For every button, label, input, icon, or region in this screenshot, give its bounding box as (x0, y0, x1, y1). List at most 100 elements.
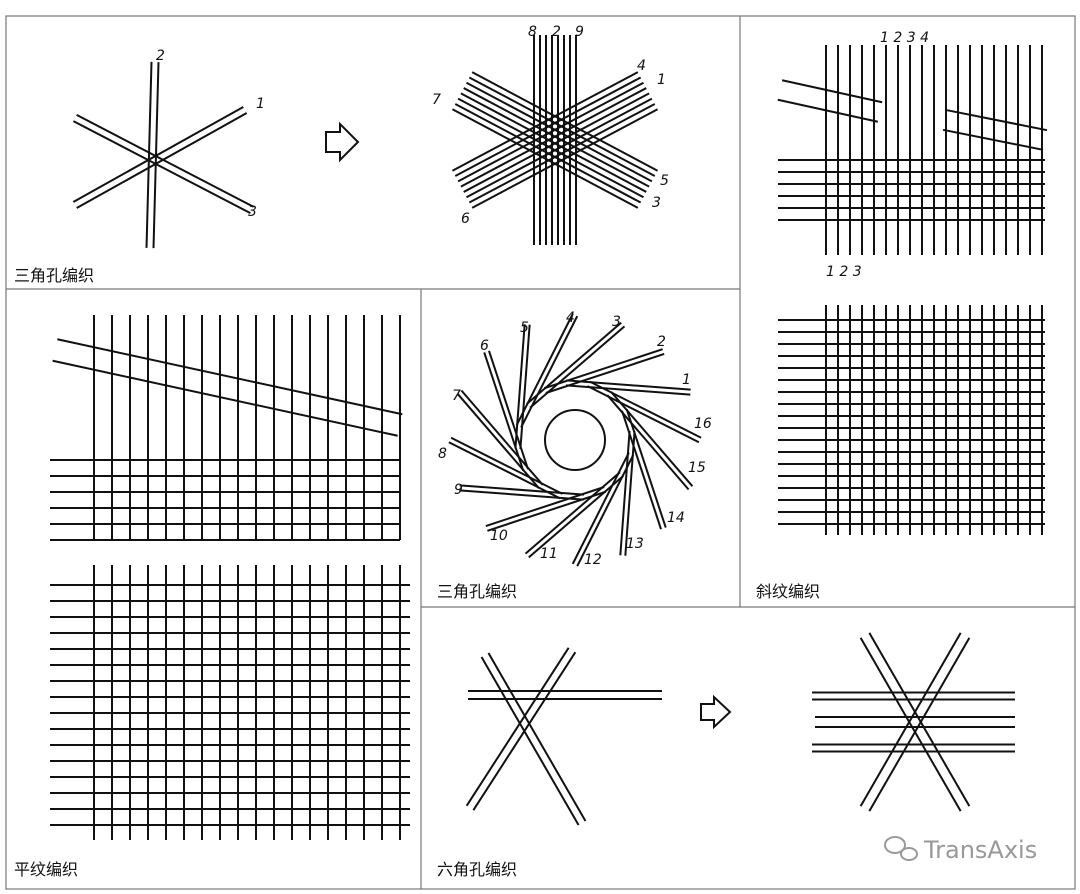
wechat-icon (884, 836, 918, 861)
diagonal-strip (57, 338, 403, 416)
label-twill: 斜纹编织 (756, 582, 820, 601)
label-hex: 六角孔编织 (437, 860, 517, 879)
strand (520, 315, 579, 428)
strand (524, 471, 621, 555)
strand-number: 5 (520, 320, 529, 336)
strand-number: 13 (626, 536, 644, 552)
strand (485, 486, 605, 527)
strand (589, 380, 702, 439)
strand-3 (76, 114, 255, 208)
strand (480, 656, 580, 826)
strand (868, 637, 971, 812)
arrow-icon (700, 694, 732, 730)
strand (468, 76, 656, 177)
strand (519, 324, 531, 450)
strand (457, 81, 644, 183)
strand-number: 4 (637, 58, 646, 74)
strand (487, 652, 587, 822)
strand-number: 1 (682, 372, 691, 388)
strand-number: 7 (432, 92, 441, 108)
strand (624, 431, 636, 556)
strand-number: 3 (652, 195, 661, 211)
strand-number: 15 (688, 460, 706, 476)
strand (483, 352, 525, 472)
strand-number: 1 (256, 96, 265, 112)
twill-top-numbers: 1 2 3 4 (880, 30, 929, 46)
strand-number: 5 (660, 173, 669, 189)
strand (459, 489, 584, 501)
diagonal-strip (946, 109, 1048, 132)
strand (543, 348, 663, 390)
strand (621, 410, 662, 530)
strand-number: 2 (552, 24, 561, 40)
strand (456, 393, 540, 489)
strand-number: 9 (575, 24, 584, 40)
strand (450, 436, 563, 495)
strand (526, 321, 622, 405)
label-plain: 平纹编织 (14, 860, 78, 879)
strand (463, 87, 650, 188)
strand (460, 92, 647, 193)
strand (610, 391, 694, 487)
strand-3 (72, 120, 251, 214)
strand-number: 7 (452, 388, 461, 404)
strand (466, 97, 653, 199)
diagonal-strip (777, 98, 879, 123)
twill-mid-numbers: 1 2 3 (826, 264, 862, 280)
strand-1 (72, 106, 244, 203)
strand (576, 454, 635, 567)
strand-number: 2 (657, 334, 666, 350)
strand-number: 8 (438, 446, 447, 462)
strand-number: 9 (454, 482, 463, 498)
strand-2 (145, 61, 153, 248)
label-triangle-mid: 三角孔编织 (437, 582, 517, 601)
strand-number: 4 (566, 310, 575, 326)
strand (459, 484, 585, 496)
strand-1 (76, 112, 248, 209)
strand (460, 87, 647, 188)
strand-number: 6 (480, 338, 489, 354)
strand-number: 3 (612, 314, 621, 330)
diagonal-strip (52, 359, 398, 437)
strand (565, 384, 691, 396)
strand (472, 651, 577, 811)
diagonal-strip (942, 128, 1044, 151)
strand (463, 92, 650, 193)
strand-number: 6 (461, 211, 470, 227)
strand (566, 379, 691, 391)
strand-number: 3 (248, 204, 257, 220)
strand (471, 71, 659, 172)
strand (625, 408, 667, 528)
strand (466, 81, 653, 183)
strand-number: 1 (657, 72, 666, 88)
strand (515, 313, 574, 426)
strand-number: 11 (540, 546, 558, 562)
strand-number: 2 (156, 48, 165, 64)
strand (487, 490, 607, 532)
center-hole (544, 409, 606, 471)
strand (448, 441, 561, 500)
strand-number: 14 (667, 510, 685, 526)
arrow-icon (325, 121, 360, 163)
strand (465, 647, 570, 807)
strand (451, 71, 639, 172)
strand (471, 108, 659, 209)
diagonal-strip (781, 79, 883, 104)
strand (514, 324, 526, 449)
strand (606, 394, 690, 491)
strand-number: 8 (528, 24, 537, 40)
panel-borders (5, 15, 1076, 890)
strand-number: 12 (584, 552, 602, 568)
watermark-text: TransAxis (923, 836, 1037, 864)
strand (488, 350, 529, 470)
strand (587, 385, 700, 444)
strand (460, 389, 544, 486)
label-triangle-top: 三角孔编织 (14, 266, 94, 285)
strand (545, 353, 665, 394)
strand-number: 10 (490, 528, 508, 544)
strand (868, 632, 971, 807)
weave-drawings (50, 35, 1048, 840)
